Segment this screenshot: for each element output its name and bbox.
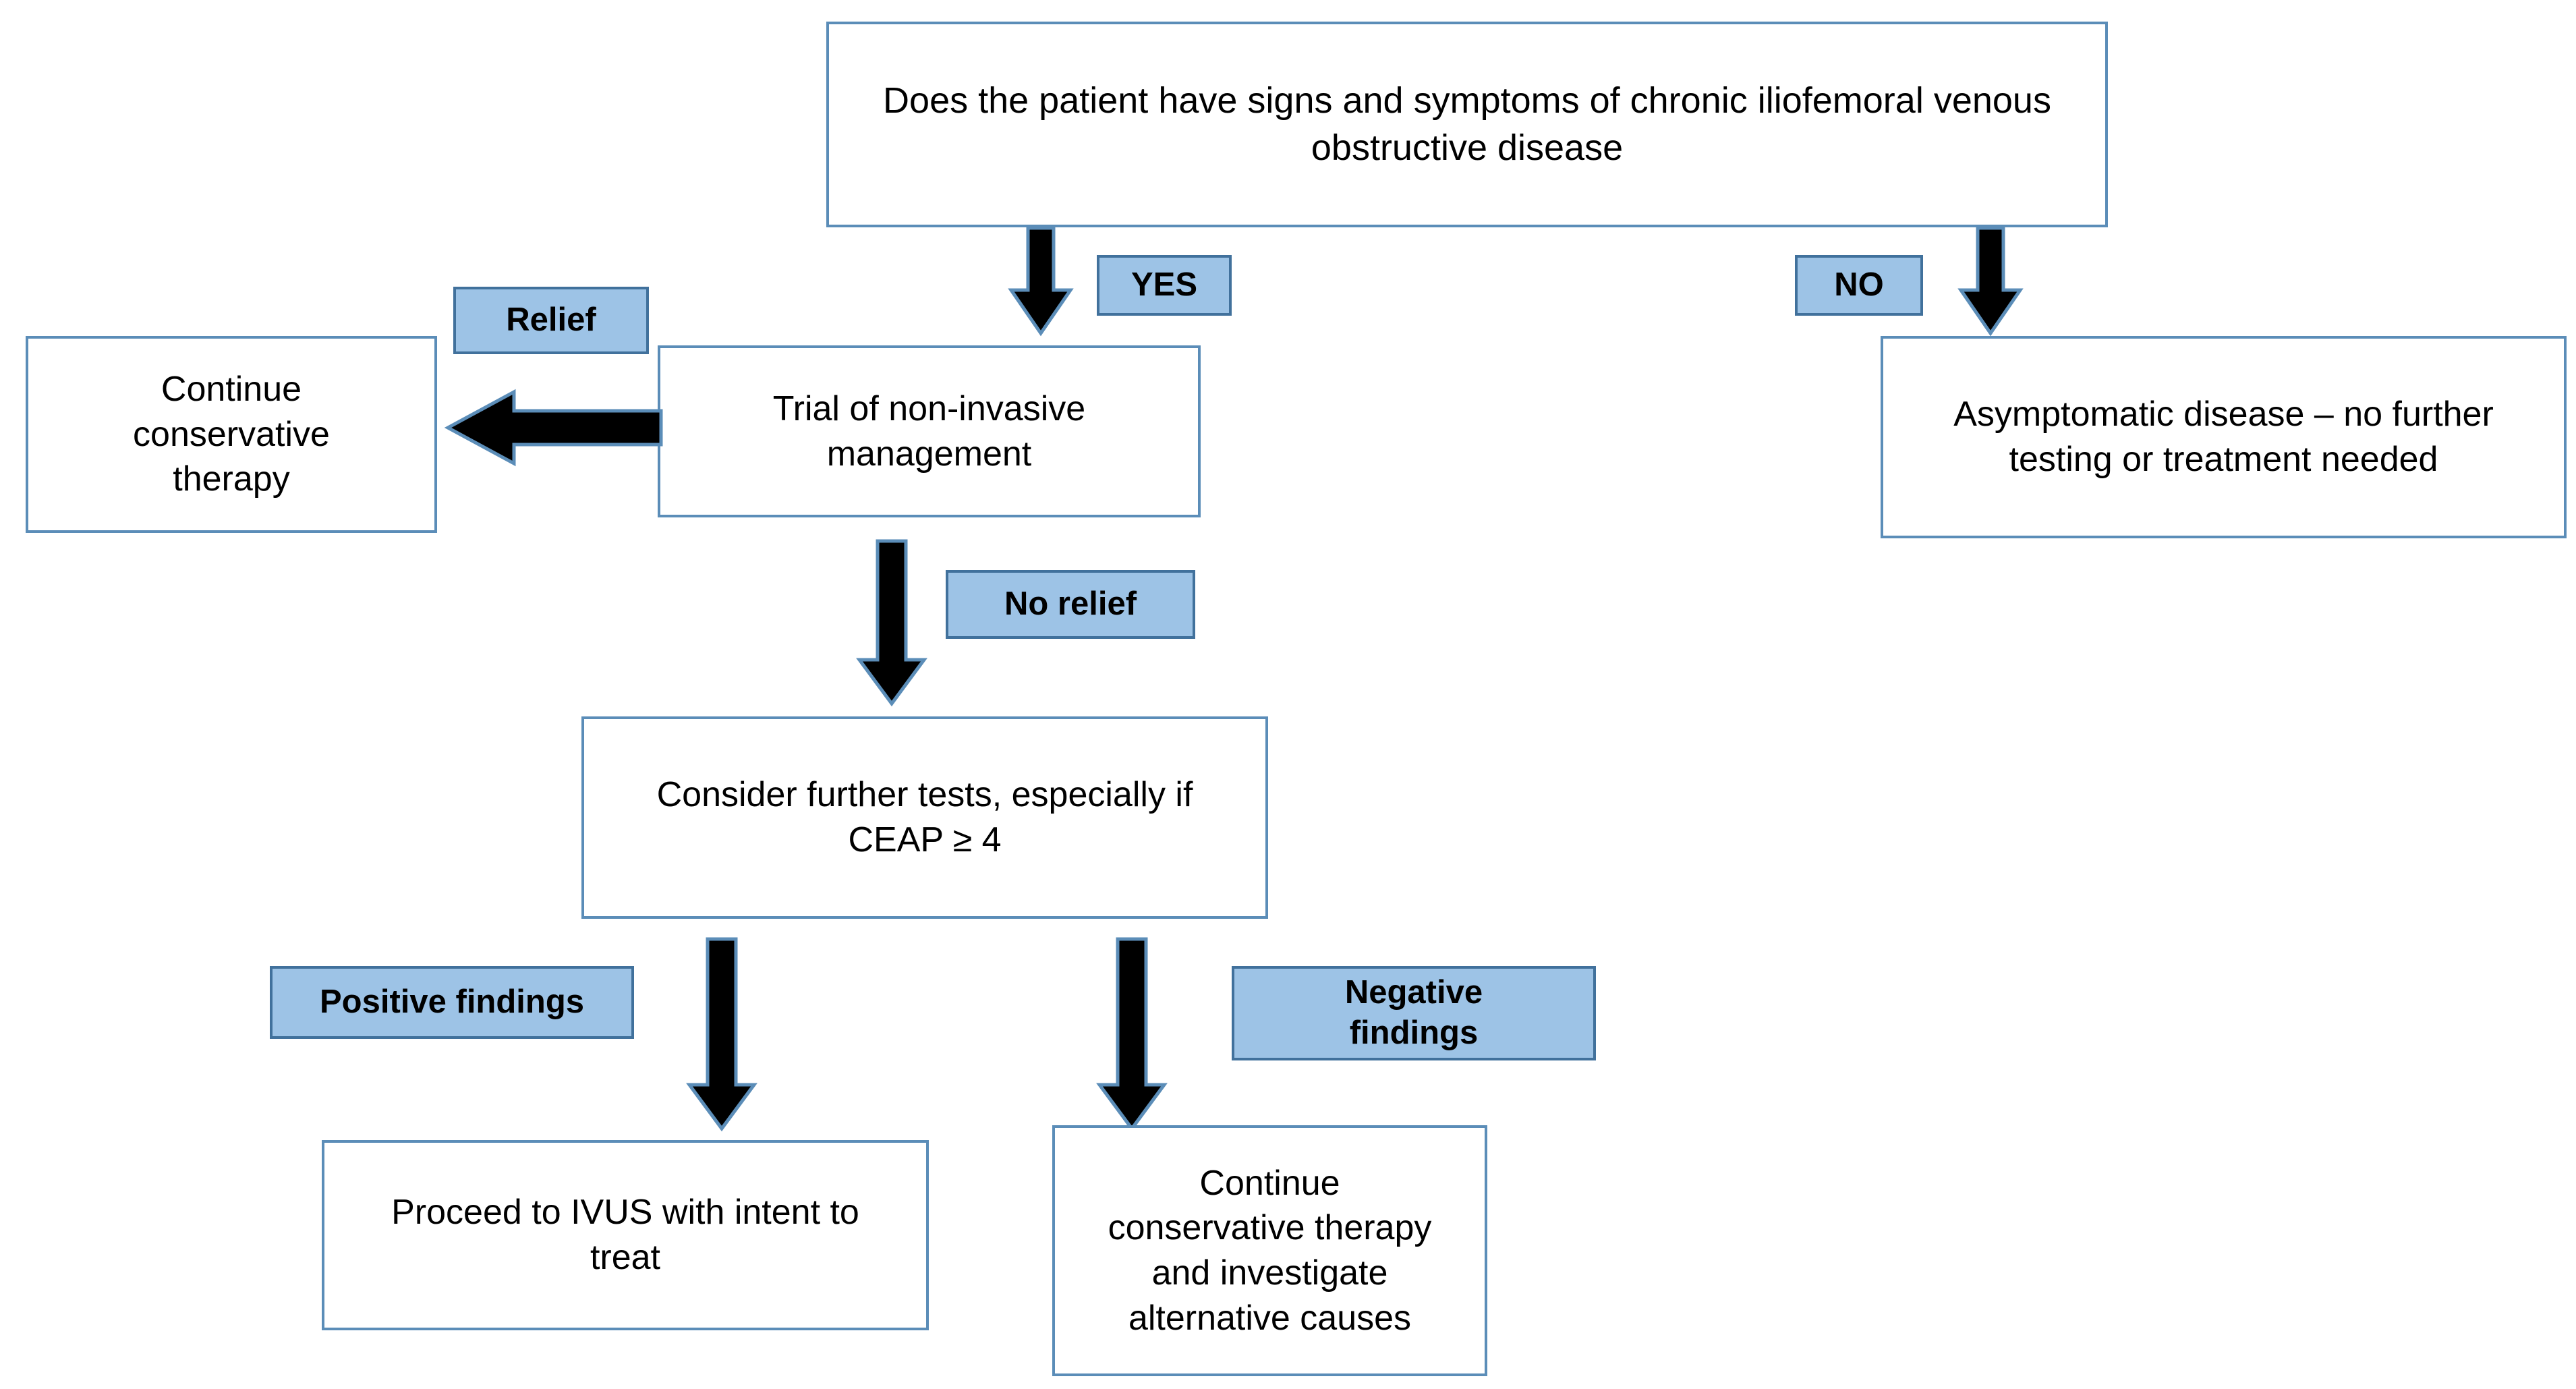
- node-trial-non-invasive-management: Trial of non-invasive management: [658, 345, 1201, 517]
- node-continue-and-investigate: Continue conservative therapy and invest…: [1052, 1125, 1487, 1376]
- arrow-root-to-asymptomatic: [1957, 226, 2024, 337]
- arrow-trial-to-conservative: [444, 389, 663, 467]
- edge-label-negative-findings: Negative findings: [1232, 966, 1596, 1060]
- edge-label-relief-text: Relief: [506, 302, 596, 339]
- edge-label-relief: Relief: [453, 287, 649, 354]
- node-trial-non-invasive-management-label: Trial of non-invasive management: [772, 389, 1086, 474]
- node-continue-conservative-therapy-label: Continue conservative therapy: [133, 370, 330, 499]
- edge-label-no: NO: [1795, 255, 1923, 316]
- edge-label-no-relief: No relief: [946, 570, 1195, 639]
- node-asymptomatic-disease: Asymptomatic disease – no further testin…: [1881, 336, 2567, 538]
- edge-label-yes: YES: [1097, 255, 1232, 316]
- edge-label-positive-findings: Positive findings: [270, 966, 634, 1039]
- node-proceed-to-ivus-label: Proceed to IVUS with intent to treat: [391, 1193, 859, 1277]
- node-root-question-label: Does the patient have signs and symptoms…: [883, 80, 2051, 168]
- node-consider-further-tests-label: Consider further tests, especially if CE…: [656, 775, 1193, 859]
- node-continue-and-investigate-label: Continue conservative therapy and invest…: [1108, 1163, 1432, 1338]
- edge-label-yes-text: YES: [1130, 266, 1198, 304]
- arrow-tests-to-ivus: [686, 937, 757, 1132]
- edge-label-no-text: NO: [1834, 266, 1884, 304]
- node-asymptomatic-disease-label: Asymptomatic disease – no further testin…: [1953, 395, 2494, 479]
- node-consider-further-tests: Consider further tests, especially if CE…: [581, 716, 1268, 919]
- arrow-root-to-trial: [1008, 226, 1074, 337]
- edge-label-negative-findings-text: Negative findings: [1344, 974, 1483, 1051]
- node-proceed-to-ivus: Proceed to IVUS with intent to treat: [322, 1140, 929, 1330]
- node-continue-conservative-therapy: Continue conservative therapy: [26, 336, 437, 533]
- edge-label-positive-findings-text: Positive findings: [319, 984, 585, 1021]
- arrow-tests-to-investigate: [1096, 937, 1168, 1132]
- edge-label-no-relief-text: No relief: [1004, 586, 1137, 623]
- arrow-trial-to-tests: [856, 539, 927, 707]
- node-root-question: Does the patient have signs and symptoms…: [826, 22, 2108, 227]
